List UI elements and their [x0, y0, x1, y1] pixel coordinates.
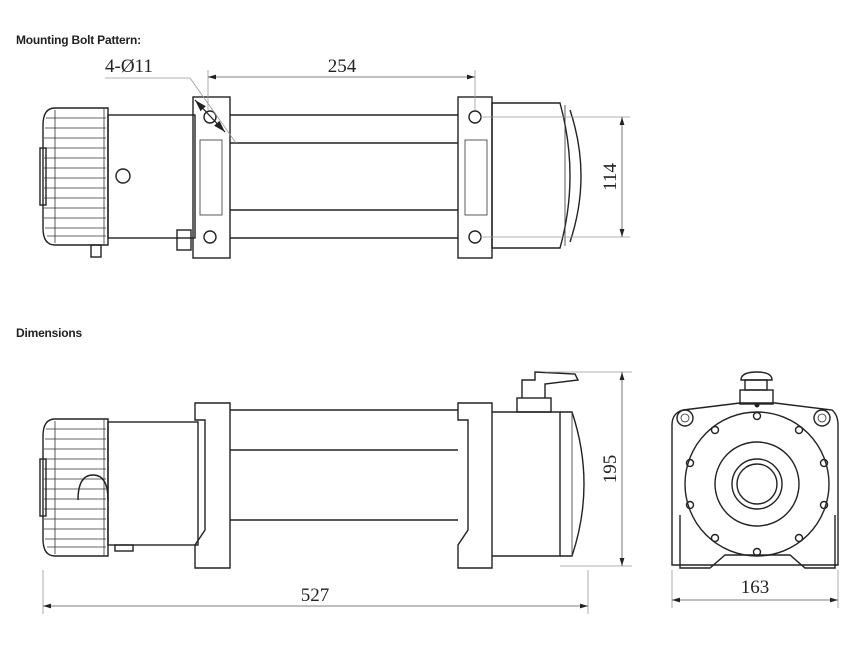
clutch-base	[516, 397, 552, 413]
motor-fins	[39, 418, 109, 557]
bolt-hole	[203, 230, 217, 244]
height-label: 195	[600, 455, 621, 484]
side-view: 195 527	[39, 371, 632, 614]
width-label: 163	[741, 577, 770, 598]
motor-body	[107, 114, 196, 239]
gearbox	[491, 102, 571, 249]
clutch-base	[739, 389, 774, 405]
clutch-handle-icon	[521, 371, 580, 398]
bolt-hole	[468, 110, 482, 124]
right-end-plate	[457, 402, 493, 569]
hole-spec-label: 4-Ø11	[105, 56, 153, 77]
bolt-pattern-heading: Mounting Bolt Pattern:	[16, 33, 141, 47]
motor-body	[107, 421, 199, 546]
left-end-plate	[194, 402, 231, 569]
motor-fins	[39, 107, 109, 246]
drum-hub	[731, 458, 783, 510]
dimensions-heading: Dimensions	[16, 326, 83, 340]
gearbox	[492, 411, 561, 557]
bolt-hole	[468, 230, 482, 244]
port-icon	[115, 168, 131, 184]
front-view: 163	[671, 371, 839, 608]
top-view: 4-Ø11 254 114	[39, 56, 630, 259]
length-label: 527	[301, 585, 330, 606]
gear-cover	[684, 411, 830, 557]
clutch-knob-icon	[740, 371, 773, 381]
left-end-plate	[192, 96, 231, 259]
bolt-width-label: 114	[600, 163, 621, 191]
bolt-length-label: 254	[328, 56, 357, 77]
gearbox-housing	[671, 402, 839, 566]
